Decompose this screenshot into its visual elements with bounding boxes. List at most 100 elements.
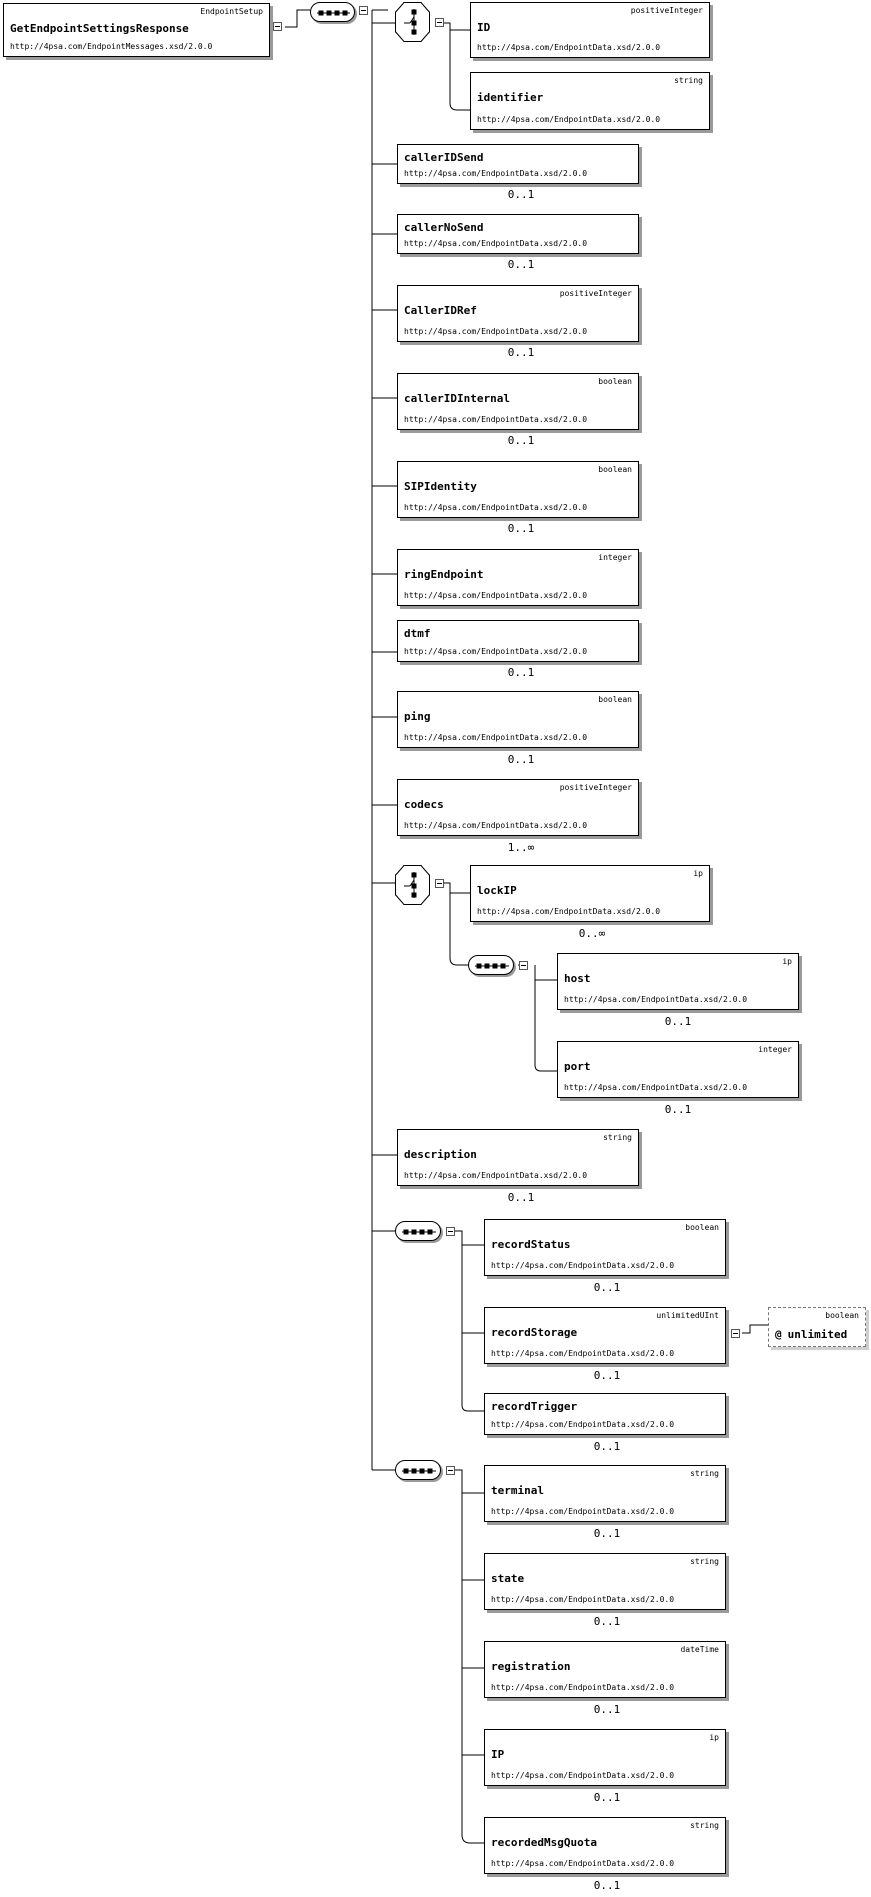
type-label: dateTime (680, 1645, 719, 1654)
occurrence-label: 0..1 (593, 1791, 621, 1804)
occurrence-label: 0..∞ (578, 927, 606, 940)
occurrence-label: 0..1 (593, 1369, 621, 1382)
root-element-box[interactable]: EndpointSetup GetEndpointSettingsRespons… (3, 3, 270, 57)
type-label: string (690, 1469, 719, 1478)
element-name: callerIDSend (404, 151, 484, 164)
occurrence-label: 0..1 (507, 434, 535, 447)
element-dtmf[interactable]: dtmf http://4psa.com/EndpointData.xsd/2.… (397, 620, 639, 662)
type-label: string (690, 1557, 719, 1566)
namespace-label: http://4psa.com/EndpointData.xsd/2.0.0 (491, 1859, 675, 1868)
element-identifier[interactable]: string identifier http://4psa.com/Endpoi… (470, 72, 710, 130)
element-name: host (564, 972, 591, 985)
occurrence-label: 0..1 (507, 522, 535, 535)
occurrence-label: 0..1 (593, 1615, 621, 1628)
choice-compositor-icon-inner (396, 866, 429, 904)
element-sipidentity[interactable]: boolean SIPIdentity http://4psa.com/Endp… (397, 461, 639, 518)
element-calleridinternal[interactable]: boolean callerIDInternal http://4psa.com… (397, 373, 639, 430)
type-label: boolean (825, 1311, 859, 1320)
occurrence-label: 0..1 (593, 1703, 621, 1716)
element-callernosend[interactable]: callerNoSend http://4psa.com/EndpointDat… (397, 214, 639, 254)
collapse-icon[interactable] (435, 18, 444, 27)
element-registration[interactable]: dateTime registration http://4psa.com/En… (484, 1641, 726, 1698)
namespace-label: http://4psa.com/EndpointData.xsd/2.0.0 (404, 503, 588, 512)
occurrence-label: 0..1 (593, 1527, 621, 1540)
element-terminal[interactable]: string terminal http://4psa.com/Endpoint… (484, 1465, 726, 1522)
occurrence-label: 0..1 (507, 346, 535, 359)
choice-compositor-icon-inner (396, 3, 429, 41)
namespace-label: http://4psa.com/EndpointData.xsd/2.0.0 (564, 995, 748, 1004)
element-name: ping (404, 710, 431, 723)
namespace-label: http://4psa.com/EndpointData.xsd/2.0.0 (564, 1083, 748, 1092)
element-state[interactable]: string state http://4psa.com/EndpointDat… (484, 1553, 726, 1610)
namespace-label: http://4psa.com/EndpointData.xsd/2.0.0 (404, 1171, 588, 1180)
element-ringendpoint[interactable]: integer ringEndpoint http://4psa.com/End… (397, 549, 639, 606)
collapse-icon[interactable] (359, 6, 368, 15)
type-label: boolean (598, 465, 632, 474)
namespace-label: http://4psa.com/EndpointData.xsd/2.0.0 (404, 821, 588, 830)
collapse-icon[interactable] (731, 1329, 740, 1338)
element-name: ID (477, 21, 491, 34)
occurrence-label: 0..1 (664, 1015, 692, 1028)
element-name: GetEndpointSettingsResponse (10, 22, 189, 35)
type-label: boolean (685, 1223, 719, 1232)
element-recordstorage[interactable]: unlimitedUInt recordStorage http://4psa.… (484, 1307, 726, 1364)
element-recordstatus[interactable]: boolean recordStatus http://4psa.com/End… (484, 1219, 726, 1276)
collapse-icon[interactable] (519, 961, 528, 970)
element-name: lockIP (477, 884, 517, 897)
element-name: registration (491, 1660, 571, 1673)
element-port[interactable]: integer port http://4psa.com/EndpointDat… (557, 1041, 799, 1098)
element-recordtrigger[interactable]: recordTrigger http://4psa.com/EndpointDa… (484, 1393, 726, 1435)
namespace-label: http://4psa.com/EndpointData.xsd/2.0.0 (477, 115, 661, 124)
sequence-compositor-icon (310, 2, 355, 22)
element-ping[interactable]: boolean ping http://4psa.com/EndpointDat… (397, 691, 639, 748)
element-calleridsend[interactable]: callerIDSend http://4psa.com/EndpointDat… (397, 144, 639, 184)
namespace-label: http://4psa.com/EndpointData.xsd/2.0.0 (404, 647, 588, 656)
type-label: EndpointSetup (200, 7, 263, 16)
occurrence-label: 0..1 (664, 1103, 692, 1116)
collapse-icon[interactable] (446, 1466, 455, 1475)
sequence-compositor-icon (468, 955, 514, 975)
element-id[interactable]: positiveInteger ID http://4psa.com/Endpo… (470, 2, 710, 58)
element-lockip[interactable]: ip lockIP http://4psa.com/EndpointData.x… (470, 865, 710, 922)
sequence-compositor-icon (395, 1221, 441, 1241)
element-name: SIPIdentity (404, 480, 477, 493)
element-name: callerIDInternal (404, 392, 510, 405)
element-name: CallerIDRef (404, 304, 477, 317)
namespace-label: http://4psa.com/EndpointData.xsd/2.0.0 (404, 591, 588, 600)
namespace-label: http://4psa.com/EndpointData.xsd/2.0.0 (491, 1507, 675, 1516)
namespace-label: http://4psa.com/EndpointData.xsd/2.0.0 (477, 907, 661, 916)
element-calleridref[interactable]: positiveInteger CallerIDRef http://4psa.… (397, 285, 639, 342)
collapse-icon[interactable] (446, 1227, 455, 1236)
namespace-label: http://4psa.com/EndpointData.xsd/2.0.0 (491, 1771, 675, 1780)
namespace-label: http://4psa.com/EndpointData.xsd/2.0.0 (491, 1349, 675, 1358)
namespace-label: http://4psa.com/EndpointData.xsd/2.0.0 (404, 239, 588, 248)
namespace-label: http://4psa.com/EndpointData.xsd/2.0.0 (404, 733, 588, 742)
type-label: string (690, 1821, 719, 1830)
element-recordedmsgquota[interactable]: string recordedMsgQuota http://4psa.com/… (484, 1817, 726, 1874)
occurrence-label: 0..1 (507, 753, 535, 766)
element-ip[interactable]: ip IP http://4psa.com/EndpointData.xsd/2… (484, 1729, 726, 1786)
namespace-label: http://4psa.com/EndpointData.xsd/2.0.0 (491, 1683, 675, 1692)
type-label: integer (758, 1045, 792, 1054)
collapse-icon[interactable] (435, 879, 444, 888)
element-host[interactable]: ip host http://4psa.com/EndpointData.xsd… (557, 953, 799, 1010)
namespace-label: http://4psa.com/EndpointData.xsd/2.0.0 (477, 43, 661, 52)
type-label: positiveInteger (559, 289, 632, 298)
element-codecs[interactable]: positiveInteger codecs http://4psa.com/E… (397, 779, 639, 836)
namespace-label: http://4psa.com/EndpointData.xsd/2.0.0 (491, 1261, 675, 1270)
element-name: ringEndpoint (404, 568, 484, 581)
collapse-icon[interactable] (273, 22, 282, 31)
element-name: IP (491, 1748, 505, 1761)
element-name: terminal (491, 1484, 544, 1497)
attribute-unlimited[interactable]: boolean @unlimited (768, 1307, 866, 1347)
element-name: description (404, 1148, 477, 1161)
element-name: recordedMsgQuota (491, 1836, 597, 1849)
type-label: positiveInteger (630, 6, 703, 15)
type-label: ip (782, 957, 792, 966)
element-name: identifier (477, 91, 544, 104)
element-description[interactable]: string description http://4psa.com/Endpo… (397, 1129, 639, 1186)
type-label: unlimitedUInt (656, 1311, 719, 1320)
element-name: recordStatus (491, 1238, 571, 1251)
